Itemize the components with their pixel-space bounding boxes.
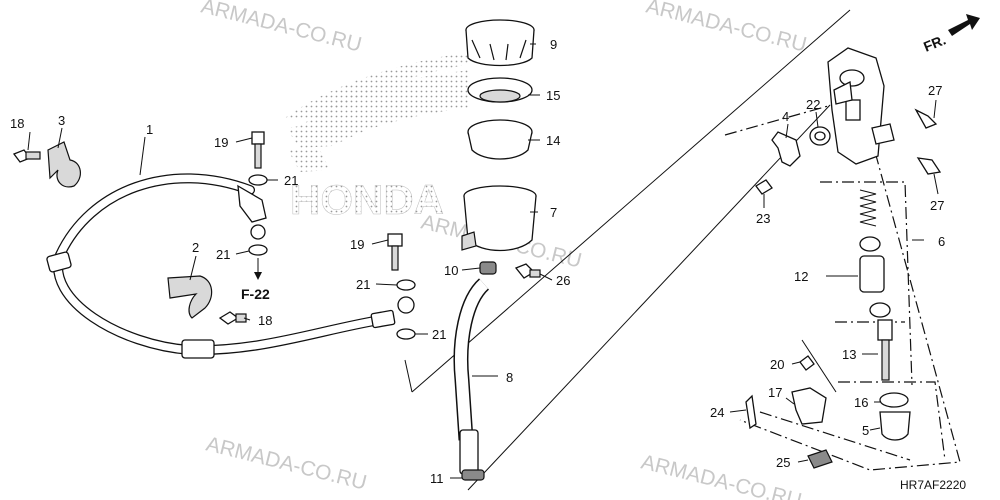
- callout-label: 7: [550, 205, 557, 220]
- callout-label: 17: [768, 385, 782, 400]
- callout-label: 19: [350, 237, 364, 252]
- leader-lines: [27, 43, 939, 479]
- master-cylinder: [745, 47, 942, 469]
- callout-label: 23: [756, 211, 770, 226]
- callout-label: 27: [928, 83, 942, 98]
- callout-label: 14: [546, 133, 560, 148]
- callout-label: 16: [854, 395, 868, 410]
- watermark-text: ARMADA-CO.RU: [204, 433, 369, 495]
- callout-label: 21: [356, 277, 370, 292]
- fr-arrow-icon: [948, 14, 980, 36]
- watermark-text: ARMADA-CO.RU: [644, 0, 809, 57]
- callout-label: 24: [710, 405, 724, 420]
- callout-label: 26: [556, 273, 570, 288]
- direction-indicator: FR.: [921, 14, 980, 55]
- callout-labels: 1 2 3 4 5 6 7 8 9 10 11 12 13 14 15 16 1…: [10, 37, 945, 486]
- watermark-text: ARMADA-CO.RU: [199, 0, 364, 57]
- direction-label: FR.: [921, 31, 948, 54]
- callout-label: 22: [806, 97, 820, 112]
- callout-label: 8: [506, 370, 513, 385]
- callout-label: 18: [258, 313, 272, 328]
- callout-label: 3: [58, 113, 65, 128]
- callout-label: 2: [192, 240, 199, 255]
- honda-logo-text: HONDA: [290, 176, 444, 223]
- reference-label: F-22: [241, 286, 270, 302]
- reservoir-hose: [453, 261, 541, 481]
- callout-label: 18: [10, 116, 24, 131]
- hose-clamps: [47, 141, 213, 319]
- callout-label: 19: [214, 135, 228, 150]
- callout-label: 13: [842, 347, 856, 362]
- callout-label: 21: [284, 173, 298, 188]
- assembly-outlines: [404, 9, 961, 491]
- callout-label: 5: [862, 423, 869, 438]
- callout-label: 10: [444, 263, 458, 278]
- callout-label: 6: [938, 234, 945, 249]
- callout-label: 21: [432, 327, 446, 342]
- reservoir-stack: [461, 19, 537, 252]
- callout-label: 1: [146, 122, 153, 137]
- diagram-code: HR7AF2220: [900, 478, 966, 492]
- callout-label: 4: [782, 109, 789, 124]
- callout-label: 9: [550, 37, 557, 52]
- brake-hose: [46, 173, 415, 359]
- callout-label: 11: [430, 471, 444, 486]
- callout-label: 12: [794, 269, 808, 284]
- callout-label: 25: [776, 455, 790, 470]
- callout-label: 27: [930, 198, 944, 213]
- callout-label: 21: [216, 247, 230, 262]
- callout-label: 15: [546, 88, 560, 103]
- honda-logo: HONDA: [285, 52, 470, 223]
- callout-label: 20: [770, 357, 784, 372]
